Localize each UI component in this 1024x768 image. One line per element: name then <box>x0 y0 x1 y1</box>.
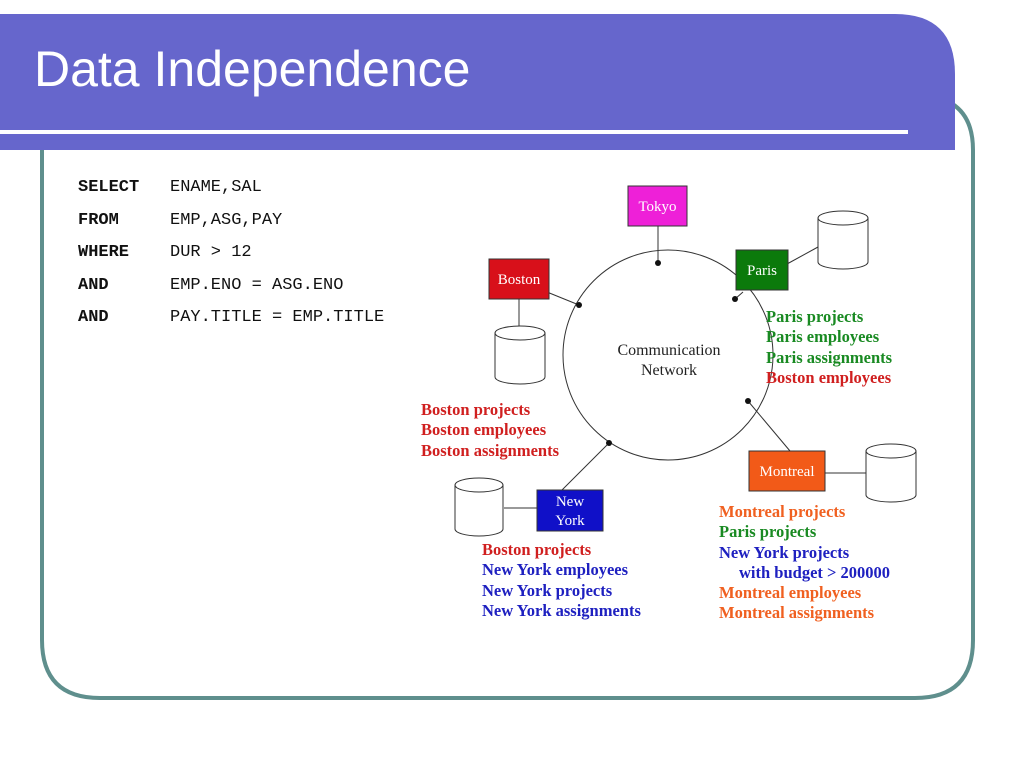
sql-keyword: AND <box>78 275 109 295</box>
node-paris <box>732 296 738 302</box>
network-label-line2: Network <box>641 362 697 379</box>
network-ring <box>562 249 774 461</box>
site-newyork-label-line2: York <box>555 513 585 529</box>
sql-clause: DUR > 12 <box>170 243 252 262</box>
newyork-fragments: Boston projects New York employees New Y… <box>482 540 641 621</box>
slide-title: Data Independence <box>34 41 471 97</box>
list-item: New York employees <box>482 560 629 580</box>
list-item: Boston projects <box>421 400 531 419</box>
sql-line: AND EMP.ENO = ASG.ENO <box>78 270 384 303</box>
link-montreal <box>747 400 791 452</box>
list-item: New York assignments <box>482 600 641 620</box>
node-tokyo <box>655 260 661 266</box>
network-label-line1: Communication <box>617 342 721 359</box>
title-bar <box>0 14 955 150</box>
site-paris-box <box>735 249 789 291</box>
node-boston <box>576 302 582 308</box>
sql-query: SELECT ENAME,SAL FROM EMP,ASG,PAY WHERE DUR… <box>78 172 384 335</box>
site-boston-box <box>488 258 550 300</box>
site-tokyo-label: Tokyo <box>638 199 676 215</box>
node-montreal <box>745 398 751 404</box>
sql-line: SELECT ENAME,SAL <box>78 172 384 205</box>
paris-fragments: Paris projects Paris employees Paris ass… <box>766 307 892 388</box>
sql-clause: EMP.ENO = ASG.ENO <box>170 275 344 295</box>
list-item: with budget > 200000 <box>739 562 891 582</box>
list-item: Montreal assignments <box>719 603 875 623</box>
sql-keyword: FROM <box>78 210 119 230</box>
site-newyork-box <box>536 489 604 532</box>
sql-clause: PAY.TITLE = EMP.TITLE <box>170 308 385 327</box>
list-item: New York projects <box>482 580 613 600</box>
link-newyork <box>560 442 610 492</box>
montreal-fragments: Montreal projects Paris projects New Yor… <box>719 502 890 624</box>
database-montreal <box>865 443 917 503</box>
link-paris-db <box>786 246 819 265</box>
content-border <box>40 93 975 700</box>
node-newyork <box>606 440 612 446</box>
sql-line: WHERE DUR > 12 <box>78 237 384 270</box>
site-paris-label: Paris <box>747 263 777 279</box>
list-item: Boston assignments <box>421 440 559 460</box>
list-item: Montreal projects <box>719 502 846 521</box>
list-item: Boston employees <box>766 367 892 387</box>
site-montreal-label: Montreal <box>760 464 815 480</box>
database-newyork <box>454 477 504 537</box>
sql-line: FROM EMP,ASG,PAY <box>78 205 384 238</box>
network-label: Communication Network <box>590 341 748 381</box>
sql-keyword: AND <box>78 308 109 327</box>
sql-keyword: WHERE <box>78 243 130 262</box>
list-item: Paris projects <box>719 522 817 542</box>
sql-clause: EMP,ASG,PAY <box>170 210 283 230</box>
list-item: New York projects <box>719 542 850 562</box>
site-montreal-box <box>748 450 826 492</box>
sql-clause: ENAME,SAL <box>170 178 262 197</box>
list-item: Boston projects <box>482 540 592 559</box>
sql-keyword: SELECT <box>78 178 140 197</box>
site-boston-label: Boston <box>498 272 541 288</box>
boston-fragments: Boston projects Boston employees Boston … <box>421 400 559 461</box>
database-paris <box>817 210 869 270</box>
list-item: Boston employees <box>421 420 547 440</box>
site-tokyo-box <box>627 185 688 227</box>
site-newyork-label-line1: New <box>556 494 584 510</box>
list-item: Paris employees <box>766 327 880 347</box>
list-item: Paris projects <box>766 307 864 326</box>
sql-line: AND PAY.TITLE = EMP.TITLE <box>78 302 384 335</box>
list-item: Montreal employees <box>719 583 862 603</box>
list-item: Paris assignments <box>766 347 893 367</box>
title-underline <box>0 130 908 134</box>
database-boston <box>494 325 546 385</box>
